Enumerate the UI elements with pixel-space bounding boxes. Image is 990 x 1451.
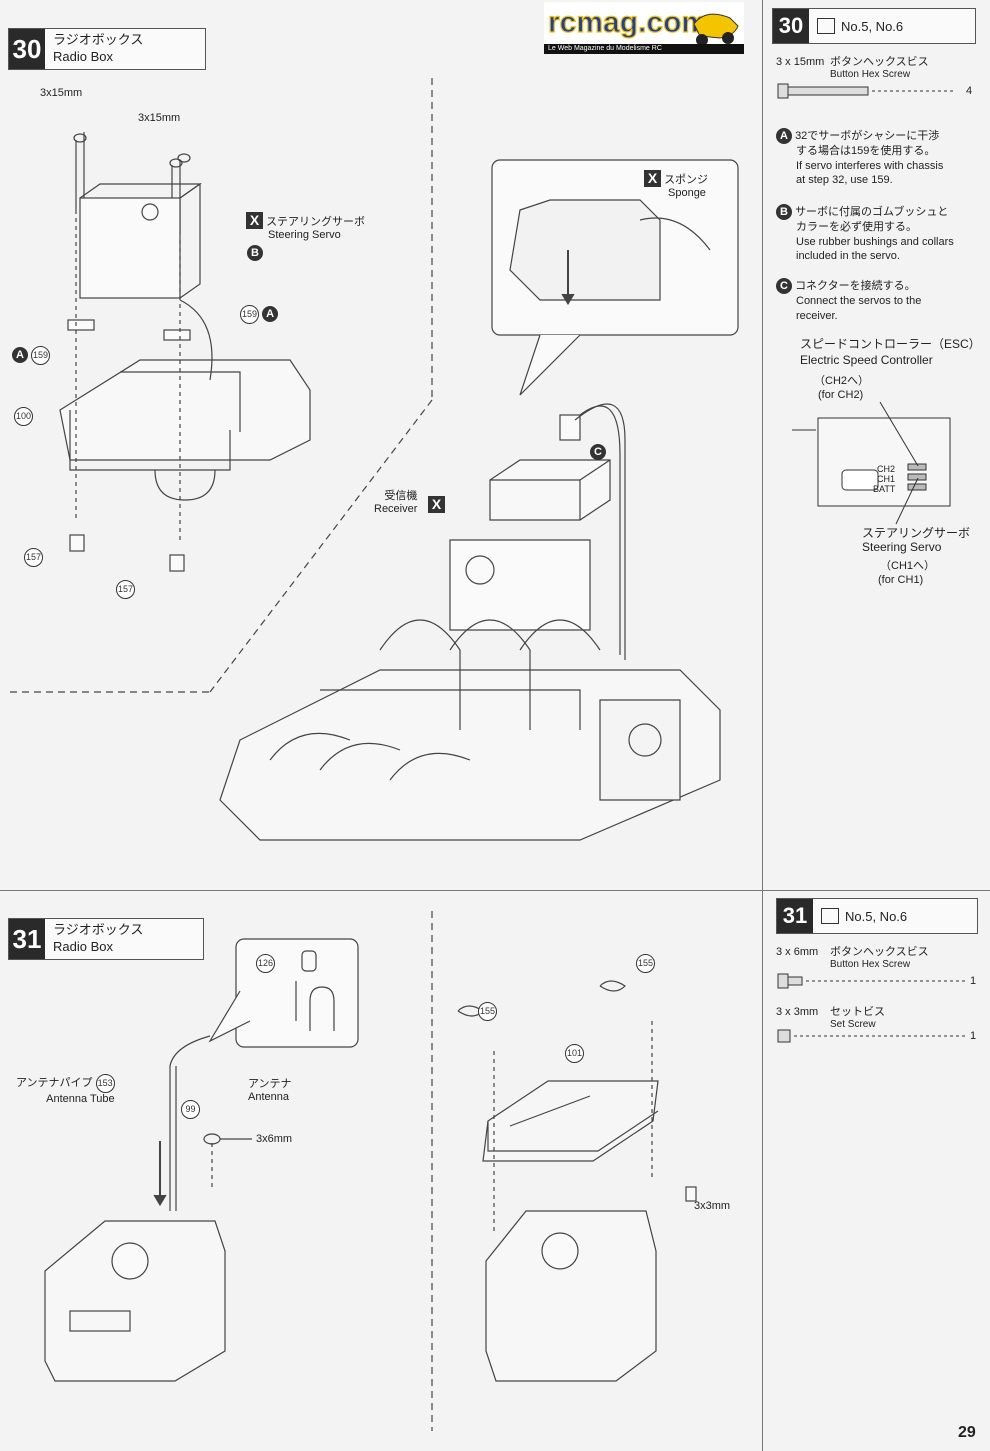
sponge-label-en: Sponge [668,187,706,199]
marker-b: B [247,245,263,261]
note-c: C コネクターを接続する。 Connect the servos to the … [776,278,921,323]
receiver-x-marker: X [428,496,445,513]
step-title-jp: ラジオボックス [53,922,144,937]
step31-header: 31 ラジオボックス Radio Box [8,918,204,960]
screw2-qty: 1 [970,1030,977,1042]
step-number: 31 [777,899,813,933]
ch1-jp: （CH1へ） [880,560,936,572]
bag-numbers: No.5, No.6 [845,908,908,924]
screw1-size: 3 x 6mm [776,946,819,958]
screw1-name-en: Button Hex Screw [830,959,911,970]
screw-size-label: 3x6mm [256,1133,293,1145]
rcmag-logo: rcmag.com Le Web Magazine du Modelisme R… [544,2,744,54]
note-b: B サーボに付属のゴムブッシュと カラーを必ず使用する。 Use rubber … [776,204,954,264]
receiver-label-en: Receiver [374,503,418,515]
ch1-port: CH1 [877,474,896,484]
antenna-tube-en: Antenna Tube [46,1093,115,1105]
step31-illustration [44,911,697,1431]
part-126-label: 126 [256,954,275,973]
part-157-label: 157 [24,548,43,567]
section-divider [0,890,990,891]
screw-name-jp: ボタンヘックスビス [830,56,929,68]
servo-label-en: Steering Servo [268,229,341,241]
step-title-en: Radio Box [53,49,113,64]
step30-header: 30 ラジオボックス Radio Box [8,28,206,70]
step-number: 31 [9,919,45,959]
steering-servo-jp: ステアリングサーボ [862,526,971,540]
screw-icon [777,83,956,99]
receiver-diagram [792,401,951,525]
screw2-name-jp: セットビス [830,1006,885,1018]
note-a: A 32でサーボがシャシーに干渉 する場合は159を使用する。 If servo… [776,128,943,188]
ch2-port: CH2 [877,464,896,474]
set-screw-icon [777,1029,966,1043]
screw-name-en: Button Hex Screw [830,69,911,80]
part-99-label: 99 [181,1100,200,1119]
logo-tagline: Le Web Magazine du Modelisme RC [548,45,662,52]
x-marker: X [246,212,263,229]
esc-label-jp: スピードコントローラー（ESC） [800,337,981,351]
ch2-en: (for CH2) [818,389,864,401]
part-101-label: 101 [565,1044,584,1063]
antenna-tube-label: アンテナパイプ 153 Antenna Tube [16,1074,115,1106]
antenna-tube-jp: アンテナパイプ [16,1077,93,1089]
ch2-jp: （CH2へ） [814,375,870,387]
screw2-name-en: Set Screw [830,1019,876,1030]
part-157-label: 157 [116,580,135,599]
esc-label-en: Electric Speed Controller [800,353,933,367]
step-number: 30 [9,29,45,69]
screw2-size: 3 x 3mm [776,1006,819,1018]
screw-size-label: 3x15mm [138,112,181,124]
part-155-label: 155 [478,1002,497,1021]
screw1-name-jp: ボタンヘックスビス [830,946,929,958]
side31-header: 31 No.5, No.6 [776,898,978,934]
bag-numbers: No.5, No.6 [841,18,904,34]
marker-c: C [590,444,606,460]
x-marker: X [644,170,661,187]
bag-icon [821,908,839,924]
step-number: 30 [773,9,809,43]
screw-qty: 4 [966,85,973,97]
set-screw-label: 3x3mm [694,1200,731,1212]
screw1-qty: 1 [970,975,977,987]
antenna-label: アンテナ Antenna [248,1078,292,1104]
sidebar-divider [762,0,763,1451]
receiver-label: 受信機 Receiver [374,490,417,516]
part-153: 153 [95,1074,115,1093]
step-title-jp: ラジオボックス [53,32,144,47]
part-100-label: 100 [14,407,33,426]
screw-size: 3 x 15mm [776,56,825,68]
sponge-label-jp: スポンジ [664,174,709,186]
screw-size-label: 3x15mm [40,87,83,99]
side30-header: 30 No.5, No.6 [772,8,976,44]
bag-icon [817,18,835,34]
button-screw-icon [777,973,966,989]
servo-label-jp: ステアリングサーボ [266,216,366,228]
logo-text: rcmag.com [548,6,708,39]
step-title-en: Radio Box [53,939,113,954]
antenna-en: Antenna [248,1091,289,1103]
receiver-label-jp: 受信機 [384,490,418,502]
marker-b: B [776,204,792,220]
steering-servo-label: X ステアリングサーボ Steering Servo [246,212,365,242]
page-number: 29 [958,1424,976,1441]
part-155-label: 155 [636,954,655,973]
batt-port: BATT [873,484,896,494]
antenna-jp: アンテナ [248,1078,292,1090]
steering-servo-en: Steering Servo [862,540,942,554]
part-159-label-left: A 159 [12,346,51,365]
step30-illustration [10,78,739,841]
part-159-label: 159 A [240,305,279,324]
marker-c: C [776,278,792,294]
marker-a: A [776,128,792,144]
sponge-label: X スポンジ Sponge [644,170,708,200]
ch1-en: (for CH1) [878,574,924,586]
